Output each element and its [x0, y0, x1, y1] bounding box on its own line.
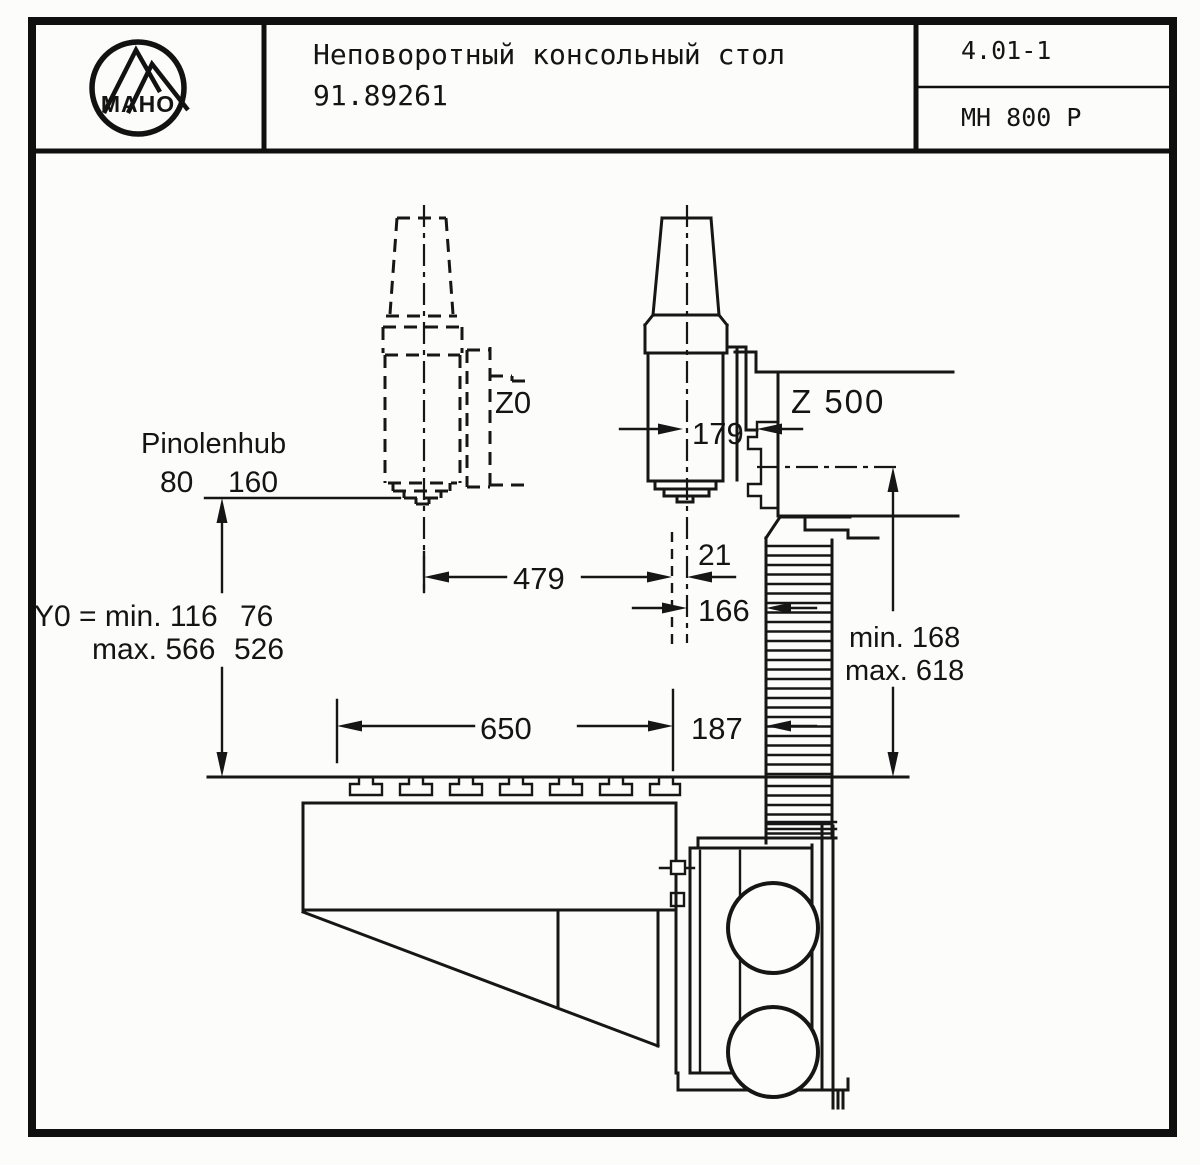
- saddle-gearbox: [676, 824, 850, 1110]
- machine-head: [733, 350, 960, 518]
- dim-479-label: 479: [513, 561, 565, 596]
- quill-clamp: [746, 420, 780, 510]
- z500-label: Z 500: [791, 383, 885, 420]
- dim-650-label: 650: [480, 711, 532, 746]
- maho-logo: MAHO: [89, 39, 190, 137]
- dim-21-label: 21: [698, 539, 731, 572]
- title-block: Неповоротный консольный стол 91.89261 4.…: [313, 36, 1081, 132]
- gear-circle-lower: [726, 1005, 820, 1099]
- dim-179-label: 179: [692, 416, 744, 451]
- col-max-label: max. 618: [845, 655, 964, 687]
- dim-y0: Pinolenhub 80 160 Y0 = min. 116 max. 566…: [34, 428, 402, 777]
- dim-479-21: 479 21: [422, 532, 737, 645]
- logo-mountains-icon: [101, 45, 190, 115]
- t-slots: [348, 775, 682, 797]
- doc-number: 4.01-1: [961, 36, 1051, 65]
- dim-166: 166: [631, 593, 818, 628]
- spindle-z0-phantom: [381, 205, 531, 592]
- y0-max-label: max. 566: [92, 633, 215, 666]
- spindle-z500: [642, 205, 759, 643]
- y0-min-label: Y0 = min. 116: [34, 600, 218, 633]
- column-guideway: [763, 514, 880, 845]
- console-table: [206, 775, 910, 912]
- col-min-label: min. 168: [849, 622, 960, 654]
- part-number: 91.89261: [313, 79, 448, 112]
- pinolenhub-label: Pinolenhub: [141, 428, 286, 460]
- logo-text: MAHO: [101, 91, 175, 117]
- y0-max-alt-label: 526: [234, 633, 284, 666]
- machine-model: MH 800 P: [961, 103, 1081, 132]
- y0-min-alt-label: 76: [240, 600, 273, 633]
- dim-166-label: 166: [698, 593, 750, 628]
- knee-gusset: [301, 859, 696, 1075]
- sheet-title: Неповоротный консольный стол: [313, 38, 785, 71]
- quill-stroke-80: 80: [160, 466, 193, 499]
- dim-179: 179: [618, 416, 804, 451]
- dimensions: Pinolenhub 80 160 Y0 = min. 116 max. 566…: [34, 383, 964, 777]
- quill-stroke-160: 160: [228, 466, 278, 499]
- sheet-frame: [28, 17, 1177, 1137]
- guideway-hatch: [766, 544, 832, 835]
- dim-650-187: 650 187: [335, 688, 818, 772]
- dim-187-label: 187: [691, 711, 743, 746]
- dim-col-minmax: min. 168 max. 618: [845, 467, 964, 777]
- z0-label: Z0: [495, 385, 531, 420]
- gear-circle-upper: [726, 881, 820, 975]
